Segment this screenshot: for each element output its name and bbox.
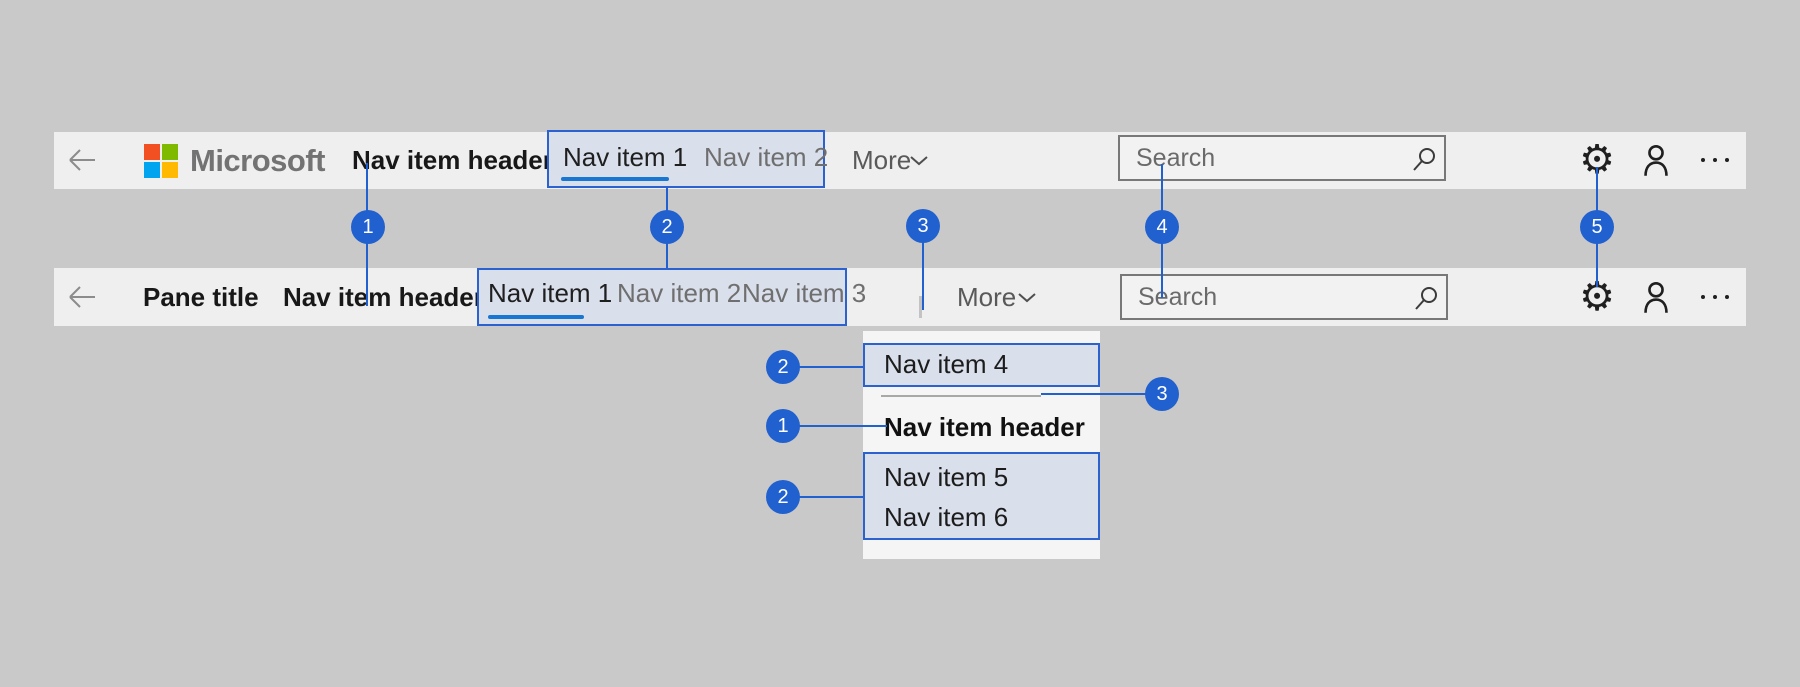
top-nav-item-header[interactable]: Nav item header <box>352 145 553 175</box>
dropdown-separator <box>881 395 1041 397</box>
callout-badge-2: 2 <box>650 210 684 244</box>
pane-more-label: More <box>957 282 1017 312</box>
logo-square-green <box>162 144 178 160</box>
top-more-menu[interactable]: More <box>852 132 911 189</box>
dropdown-nav-item-5[interactable]: Nav item 5 <box>884 462 1009 492</box>
top-app-bar <box>54 132 1746 189</box>
pane-back-button[interactable] <box>66 283 98 314</box>
top-more-chevron-down-icon[interactable] <box>908 154 930 167</box>
back-arrow-icon <box>69 149 95 171</box>
pane-search-input[interactable] <box>1122 276 1446 318</box>
person-icon <box>1644 281 1668 313</box>
top-search-box <box>1118 135 1446 181</box>
callout-line-dropdown-1 <box>797 425 887 427</box>
person-icon <box>1644 144 1668 176</box>
callout-line-dropdown-3 <box>1041 393 1147 395</box>
callout-badge-dropdown-1: 1 <box>766 409 800 443</box>
top-search-input[interactable] <box>1120 137 1444 179</box>
callout-badge-1: 1 <box>351 210 385 244</box>
top-nav-item-1[interactable]: Nav item 1 <box>563 142 688 172</box>
dot <box>1725 158 1729 162</box>
pane-nav-item-1[interactable]: Nav item 1 <box>488 278 613 308</box>
pane-app-bar <box>54 268 1746 326</box>
dropdown-item4-highlight-box <box>863 343 1100 387</box>
pane-search-box <box>1120 274 1448 320</box>
back-arrow-icon <box>69 286 95 308</box>
pane-more-options-ellipsis-icon[interactable] <box>1701 293 1729 301</box>
callout-badge-3: 3 <box>906 209 940 243</box>
top-search-magnifier-icon[interactable] <box>1410 146 1438 174</box>
callout-badge-dropdown-3: 3 <box>1145 377 1179 411</box>
callout-badge-5: 5 <box>1580 210 1614 244</box>
callout-badge-dropdown-2b: 2 <box>766 480 800 514</box>
logo-square-yellow <box>162 162 178 178</box>
callout-badge-dropdown-2a: 2 <box>766 350 800 384</box>
callout-line-3 <box>922 226 924 310</box>
dot <box>1701 158 1705 162</box>
pane-search-magnifier-icon[interactable] <box>1412 285 1440 313</box>
dropdown-nav-item-4[interactable]: Nav item 4 <box>884 349 1009 379</box>
pane-nav-item-3[interactable]: Nav item 3 <box>742 278 867 308</box>
callout-badge-4: 4 <box>1145 210 1179 244</box>
callout-line-dropdown-2a <box>797 366 863 368</box>
dropdown-nav-item-6[interactable]: Nav item 6 <box>884 502 1009 532</box>
top-nav-item-1-active-underline <box>561 177 669 181</box>
pane-nav-item-2[interactable]: Nav item 2 <box>617 278 742 308</box>
pane-more-chevron-down-icon[interactable] <box>1016 291 1038 304</box>
dot <box>1725 295 1729 299</box>
dot <box>1701 295 1705 299</box>
dropdown-nav-item-header: Nav item header <box>884 412 1085 442</box>
top-more-label: More <box>852 145 912 175</box>
pane-more-menu[interactable]: More <box>957 268 1016 326</box>
pane-account-button[interactable] <box>1640 280 1672 317</box>
back-button[interactable] <box>66 146 98 177</box>
microsoft-wordmark[interactable]: Microsoft <box>190 143 326 178</box>
microsoft-logo-icon <box>144 144 178 178</box>
top-nav-item-2[interactable]: Nav item 2 <box>704 142 829 172</box>
logo-square-red <box>144 144 160 160</box>
top-more-options-ellipsis-icon[interactable] <box>1701 156 1729 164</box>
dot <box>1713 158 1717 162</box>
dropdown-items-highlight-box <box>863 452 1100 540</box>
nav-overflow-divider <box>919 296 922 318</box>
top-account-button[interactable] <box>1640 143 1672 180</box>
logo-square-blue <box>144 162 160 178</box>
pane-nav-item-header[interactable]: Nav item header <box>283 282 484 312</box>
callout-line-dropdown-2b <box>797 496 863 498</box>
pane-title: Pane title <box>143 282 259 312</box>
dot <box>1713 295 1717 299</box>
pane-nav-item-1-active-underline <box>488 315 584 319</box>
